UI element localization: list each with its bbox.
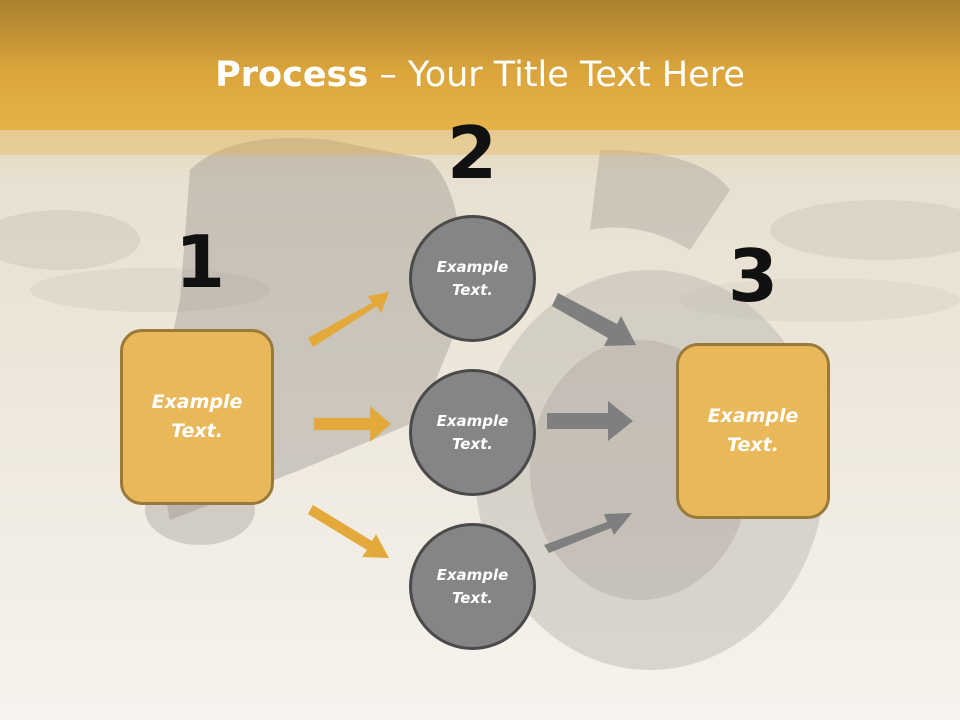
left-box-text: Example Text.: [151, 391, 243, 442]
circle-3-text: Example Text.: [436, 565, 509, 607]
arrow-from-circle-2: [547, 401, 633, 441]
circle-3: Example Text.: [409, 523, 536, 650]
arrow-to-circle-3: [308, 505, 389, 558]
circle-2-text: Example Text.: [436, 411, 509, 453]
arrow-from-circle-1: [552, 293, 636, 346]
left-box: Example Text.: [120, 329, 274, 505]
arrow-from-circle-3: [544, 513, 632, 553]
title-rest: – Your Title Text Here: [368, 55, 745, 95]
circle-2: Example Text.: [409, 369, 536, 496]
right-box: Example Text.: [676, 343, 830, 519]
circle-1: Example Text.: [409, 215, 536, 342]
step-number-3: 3: [727, 234, 779, 318]
title-bold: Process: [215, 55, 369, 95]
right-box-text: Example Text.: [707, 405, 799, 456]
arrow-to-circle-1: [308, 292, 389, 347]
circle-1-text: Example Text.: [436, 257, 509, 299]
step-number-2: 2: [446, 111, 498, 195]
slide-title: Process – Your Title Text Here: [0, 52, 960, 98]
arrow-to-circle-2: [314, 406, 391, 442]
step-number-1: 1: [174, 220, 226, 304]
